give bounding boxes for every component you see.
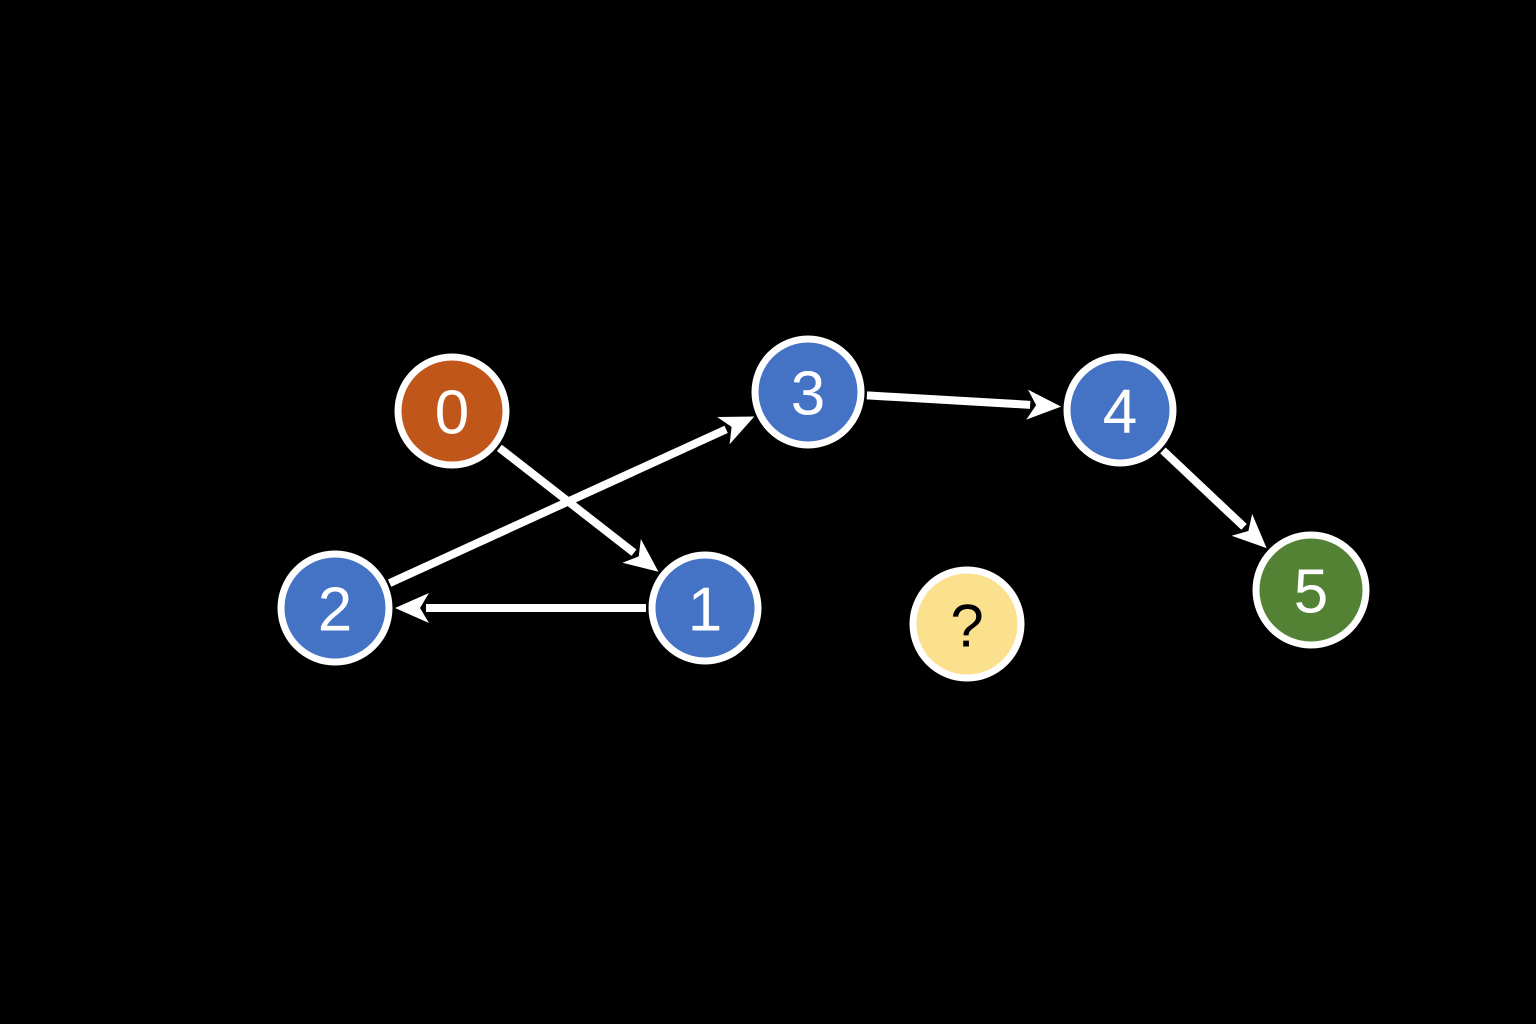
node-circle-4[interactable]: [1063, 353, 1177, 467]
node-label-4: 4: [1103, 378, 1137, 447]
edge-1-to-2: [395, 593, 646, 623]
edge-line: [1160, 447, 1247, 530]
node-circle-1[interactable]: [648, 551, 762, 665]
arrow-head-icon: [395, 593, 429, 623]
graph-node-3[interactable]: 3: [751, 335, 865, 449]
graph-node-1[interactable]: 1: [648, 551, 762, 665]
node-circle-2[interactable]: [277, 550, 393, 666]
graph-node-0[interactable]: 0: [394, 353, 510, 469]
edge-line: [387, 425, 728, 587]
node-circle-3[interactable]: [751, 335, 865, 449]
graph-node-unknown[interactable]: ?: [909, 566, 1025, 682]
node-circle-0[interactable]: [394, 353, 510, 469]
edge-0-to-1: [496, 444, 659, 572]
graph-node-2[interactable]: 2: [277, 550, 393, 666]
node-circle-5[interactable]: [1252, 531, 1370, 649]
graph-node-5[interactable]: 5: [1252, 531, 1370, 649]
node-label-2: 2: [318, 576, 352, 645]
edge-2-to-3: [387, 416, 755, 587]
node-label-3: 3: [791, 360, 825, 429]
arrow-head-icon: [717, 416, 755, 445]
edge-line: [866, 391, 1031, 409]
node-label-unknown: ?: [950, 593, 983, 660]
edge-3-to-4: [866, 389, 1062, 420]
edge-4-to-5: [1160, 447, 1267, 549]
arrow-head-icon: [1231, 513, 1267, 549]
node-label-1: 1: [688, 576, 722, 645]
arrow-head-icon: [1026, 389, 1062, 420]
node-circle-unknown[interactable]: [909, 566, 1025, 682]
node-label-0: 0: [435, 379, 469, 448]
arrow-head-icon: [622, 539, 659, 572]
graph-node-4[interactable]: 4: [1063, 353, 1177, 467]
node-label-5: 5: [1294, 558, 1328, 627]
edges-layer: [387, 389, 1267, 623]
nodes-layer: 0 1 2 3 4 5?: [277, 335, 1370, 682]
